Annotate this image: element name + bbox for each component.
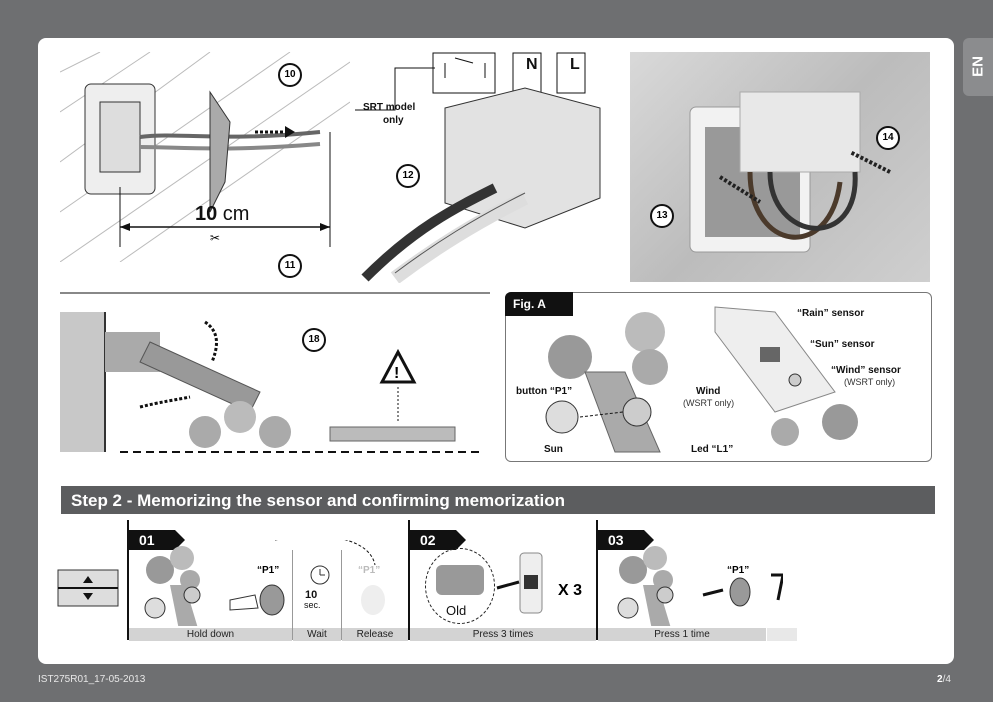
cable-length-illustration: ✂ (59, 51, 351, 263)
wind-sensor-note: (WSRT only) (844, 377, 896, 387)
wait-unit: sec. (304, 600, 321, 610)
step-01-drawing (144, 540, 385, 626)
p1-label-release: “P1” (358, 565, 381, 576)
connector-illustration (355, 48, 610, 284)
terminal-n: N (526, 56, 538, 73)
caption-press-1: Press 1 time (598, 628, 766, 641)
wiring-photo-drawing (689, 91, 891, 253)
wind-label: Wind (696, 386, 721, 397)
sun-label: Sun (544, 444, 563, 455)
fig-a-drawing (545, 306, 858, 453)
connector-drawing (355, 52, 601, 284)
old-label: Old (446, 603, 467, 618)
callout-18: 18 (302, 328, 326, 352)
step2-title-bar: Step 2 - Memorizing the sensor and confi… (61, 486, 935, 514)
wiring-photo (630, 52, 930, 282)
release-divider (341, 550, 342, 640)
fig-a-box (505, 292, 932, 462)
svg-text:✂: ✂ (210, 231, 220, 245)
caption-release: Release (342, 628, 408, 641)
caption-blank (767, 628, 797, 641)
svg-text:!: ! (394, 365, 399, 382)
caption-wait: Wait (293, 628, 341, 641)
wait-value: 10 (305, 589, 318, 601)
callout-10: 10 (278, 63, 302, 87)
old-remote-oval (425, 548, 495, 624)
step-02-divider (408, 520, 410, 640)
led-l1-label: Led “L1” (691, 444, 734, 455)
wait-divider (292, 550, 293, 640)
callout-14: 14 (876, 126, 900, 150)
times-label: X 3 (558, 582, 583, 599)
mounting-illustration: ! (60, 292, 490, 457)
level-icon (55, 568, 121, 608)
measure-label: 10 cm (195, 203, 250, 225)
caption-hold-down: Hold down (129, 628, 292, 641)
page-number: 2/4 (937, 674, 951, 685)
srt-label-2: only (383, 115, 404, 126)
rain-sensor-label: “Rain” sensor (797, 308, 865, 319)
document-code: IST275R01_17-05-2013 (38, 674, 146, 685)
callout-13: 13 (650, 204, 674, 228)
button-p1-label: button “P1” (516, 386, 573, 397)
sun-sensor-label: “Sun” sensor (810, 339, 875, 350)
step-03-drawing (617, 546, 783, 626)
step-02-tag: 02 (410, 530, 466, 550)
callout-11: 11 (278, 254, 302, 278)
language-tab[interactable]: EN (963, 38, 993, 96)
caption-press-3: Press 3 times (410, 628, 596, 641)
arrows-keypad-drawing (496, 552, 543, 614)
step-03-tag: 03 (598, 530, 654, 550)
p1-label-03: “P1” (727, 565, 750, 576)
terminal-l: L (570, 56, 580, 73)
callout-12: 12 (396, 164, 420, 188)
wall-box-drawing: ✂ (59, 51, 351, 263)
srt-label-1: SRT model (363, 102, 416, 113)
wind-note: (WSRT only) (683, 398, 735, 408)
fig-a-tag: Fig. A (505, 292, 573, 316)
p1-label-01: “P1” (257, 565, 280, 576)
mounting-drawing: ! (60, 292, 490, 453)
step-01-divider (127, 520, 129, 640)
step-03-divider (596, 520, 598, 640)
old-remote-icon (436, 565, 484, 595)
wind-sensor-label: “Wind” sensor (831, 365, 901, 376)
step-01-tag: 01 (129, 530, 185, 550)
